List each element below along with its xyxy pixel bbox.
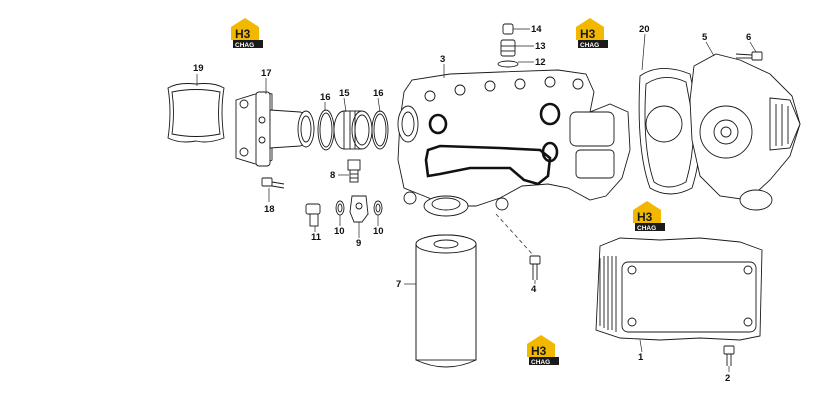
part-13-fitting <box>500 39 516 57</box>
brand-mark-text: H3 <box>637 210 653 224</box>
part-16-oring-right <box>371 110 389 150</box>
part-9-nozzle <box>349 195 369 223</box>
part-19-gasket <box>167 83 225 143</box>
callout-1: 1 <box>638 352 644 363</box>
brand-mark-text: H3 <box>531 344 547 358</box>
brand-mark-text: H3 <box>235 27 251 41</box>
callout-4: 4 <box>531 284 537 295</box>
callout-12: 12 <box>535 57 546 68</box>
part-1-oil-cooler <box>595 237 763 341</box>
part-20-gasket <box>638 68 701 195</box>
part-16-oring-left <box>317 109 335 151</box>
callout-17: 17 <box>261 68 272 79</box>
callout-3: 3 <box>440 54 445 65</box>
part-8-fitting <box>347 159 361 183</box>
part-4-bolt <box>495 213 541 280</box>
part-10-washer-left <box>335 200 345 216</box>
callout-7: 7 <box>396 279 401 290</box>
callout-20: 20 <box>639 24 650 35</box>
brand-logo: H3 CHAG <box>527 335 559 366</box>
callout-11: 11 <box>311 232 322 243</box>
part-10-washer-right <box>373 200 383 216</box>
part-7-oil-filter <box>415 234 477 368</box>
brand-name-text: CHAG <box>637 225 656 232</box>
callout-15: 15 <box>339 88 350 99</box>
part-2-bolt <box>723 345 735 366</box>
callout-6: 6 <box>746 32 751 43</box>
part-3-module-housing <box>397 69 631 217</box>
brand-name-text: CHAG <box>235 42 254 49</box>
brand-mark-text: H3 <box>580 27 596 41</box>
part-17-housing <box>235 91 315 167</box>
callout-5: 5 <box>702 32 708 43</box>
part-18-bolt <box>261 177 285 189</box>
callout-19: 19 <box>193 63 204 74</box>
part-15-sleeve <box>333 110 373 150</box>
callout-14: 14 <box>531 24 542 35</box>
part-14-plug <box>502 23 514 35</box>
callout-18: 18 <box>264 204 275 215</box>
brand-logo: H3 CHAG <box>633 201 665 232</box>
part-6-bolt <box>735 51 763 61</box>
callout-16-right: 16 <box>373 88 384 99</box>
leader-lines <box>196 28 757 372</box>
callout-16-left: 16 <box>320 92 331 103</box>
part-11-plug <box>305 203 321 227</box>
brand-name-text: CHAG <box>580 42 599 49</box>
callout-2: 2 <box>725 373 730 384</box>
part-12-oring <box>497 60 519 68</box>
callout-10-right: 10 <box>373 226 384 237</box>
brand-logo: H3 CHAG <box>576 18 608 49</box>
brand-logo: H3 CHAG <box>231 18 263 49</box>
callout-9: 9 <box>356 238 361 249</box>
callout-labels: 19 17 16 15 16 18 8 11 10 9 10 3 12 13 1… <box>193 24 751 384</box>
callout-13: 13 <box>535 41 546 52</box>
callout-8: 8 <box>330 170 335 181</box>
brand-name-text: CHAG <box>531 359 550 366</box>
callout-10-left: 10 <box>334 226 345 237</box>
part-5-pump <box>689 53 801 211</box>
